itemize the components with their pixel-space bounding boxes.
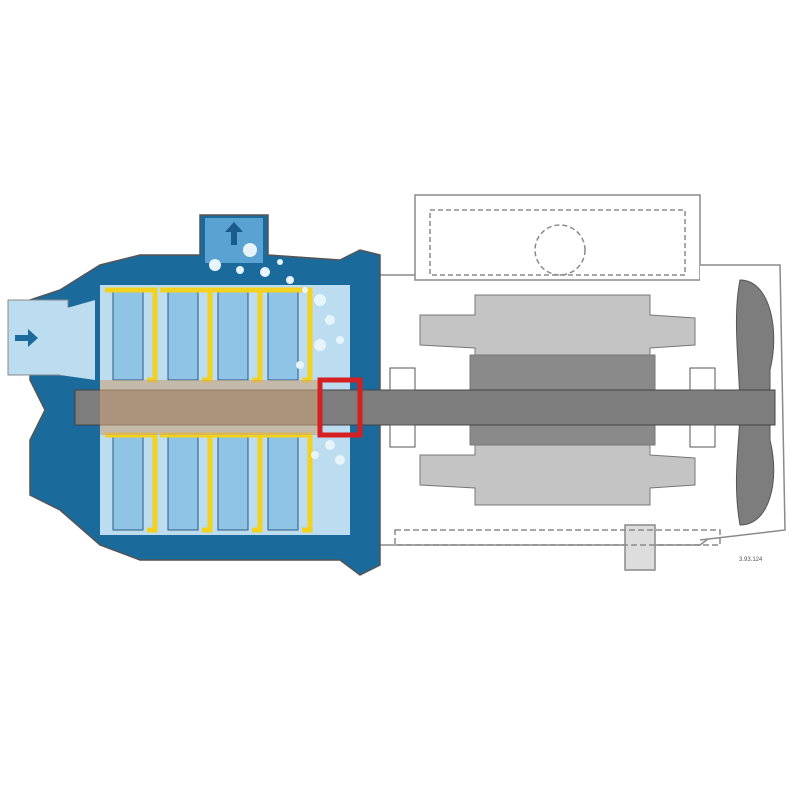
air-bubble — [325, 315, 335, 325]
air-bubble — [209, 259, 221, 271]
air-bubble — [243, 243, 257, 257]
air-bubble — [286, 276, 294, 284]
air-bubble — [236, 266, 244, 274]
impeller — [217, 434, 249, 531]
air-bubble — [277, 259, 283, 265]
impeller — [112, 434, 144, 531]
air-bubble — [296, 361, 304, 369]
bearings — [389, 367, 716, 448]
air-bubble — [260, 267, 270, 277]
mechanical-seal — [317, 377, 363, 438]
impeller — [217, 289, 249, 381]
impeller — [267, 289, 299, 381]
air-bubble — [335, 455, 345, 465]
air-bubbles — [209, 243, 345, 465]
impeller — [112, 289, 144, 381]
air-bubble — [336, 336, 344, 344]
drawing-reference-code: 3.93.124 — [739, 557, 763, 563]
air-bubble — [311, 451, 319, 459]
shaft-sleeve — [100, 380, 320, 435]
outlet-flow-arrow-icon — [225, 222, 243, 245]
impeller — [267, 434, 299, 531]
air-bubble — [302, 287, 308, 293]
air-bubble — [325, 440, 335, 450]
impeller — [167, 434, 199, 531]
inlet-flow-arrow-icon — [15, 329, 38, 347]
impeller — [167, 289, 199, 381]
air-bubble — [314, 339, 326, 351]
air-bubble — [314, 294, 326, 306]
